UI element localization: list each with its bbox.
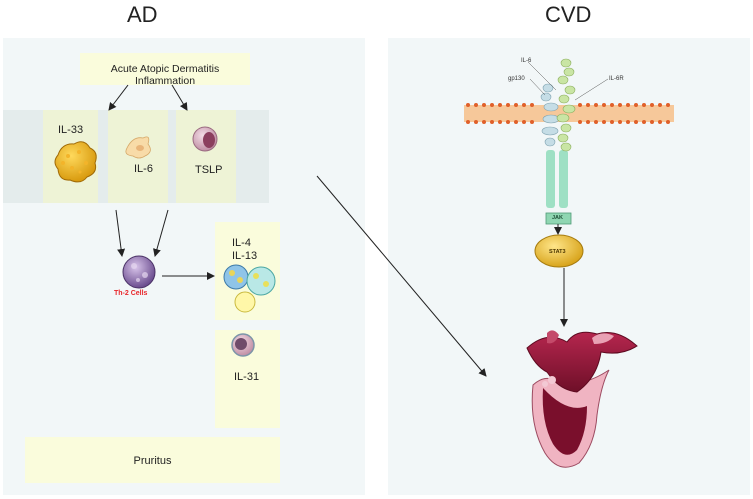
il6-label: IL-6 [134,163,153,175]
arrow-to-tslp [171,84,188,111]
arrow-tslp-to-th2 [153,209,169,257]
arrow-ad-to-cvd [316,175,487,377]
jak-label: JAK [552,215,564,221]
gp130-label: gp130 [508,76,525,82]
tslp-column [176,110,236,203]
arrow-il33-to-th2 [115,209,126,257]
acute-ad-inflammation-box: Acute Atopic Dermatitis Inflammation [80,53,250,87]
il33-label: IL-33 [58,124,84,136]
stat3-icon [534,234,584,268]
heart-icon [526,330,638,468]
il33-cell-icon [54,141,97,183]
il4-label: IL-4 [232,237,251,249]
pruritus-box: Pruritus [25,437,280,483]
cvd-title: CVD [545,2,592,27]
th2-cell-icon [122,255,156,289]
stat3-label: STAT3 [549,249,566,255]
acute-ad-inflammation-label: Acute Atopic Dermatitis Inflammation [110,63,220,87]
cvd-il6-label: IL-6 [521,58,532,64]
il13-label: IL-13 [232,250,258,262]
il6-cell-icon [125,136,151,159]
il31-cell-icon [231,333,255,357]
pruritus-label: Pruritus [133,455,172,467]
tslp-label: TSLP [195,164,223,176]
tslp-cell-icon [192,126,218,152]
cell-membrane-icon [464,103,674,124]
il6-receptor-complex-icon [527,58,609,208]
th2-label: Th-2 Cells [114,290,148,297]
il6r-label: IL-6R [609,76,624,82]
arrow-to-il33 [108,84,129,111]
il4-il13-cells-icon [223,264,276,313]
il31-label: IL-31 [234,371,260,383]
ad-title: AD [127,2,158,27]
